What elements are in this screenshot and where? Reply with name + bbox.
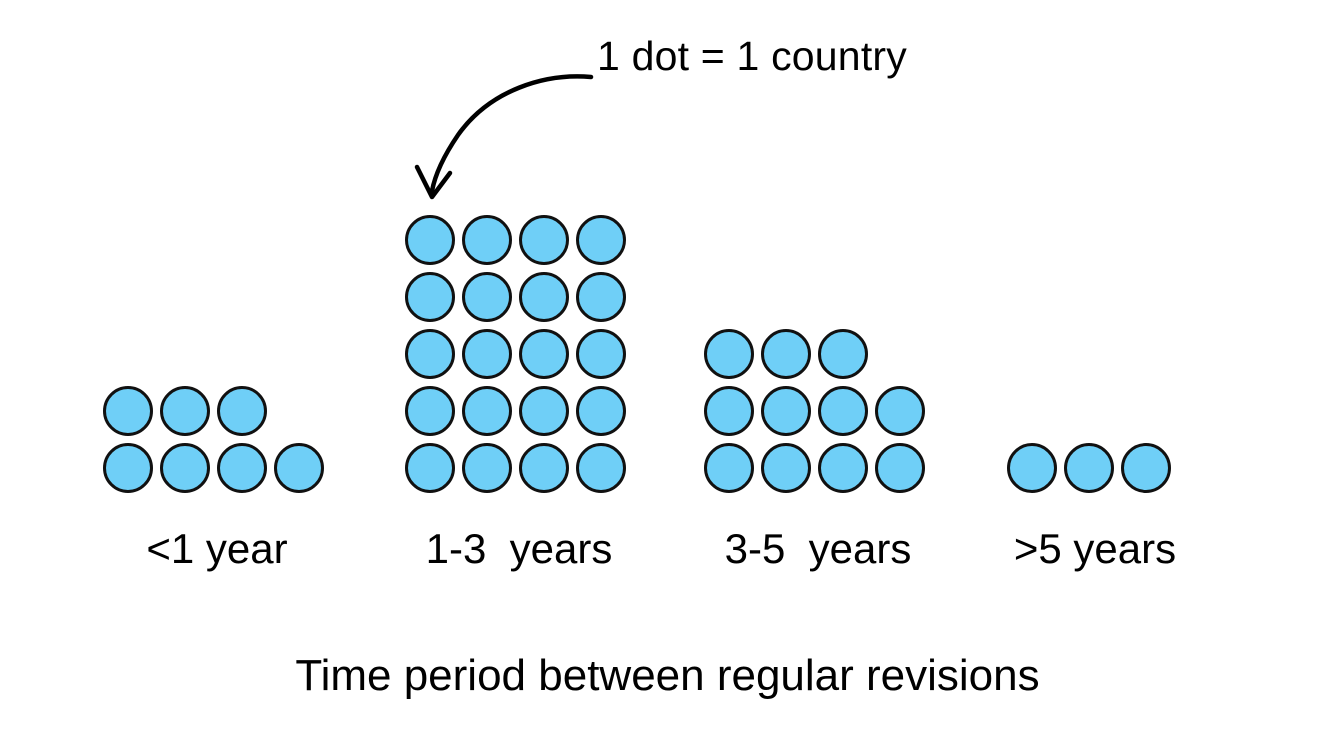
dot bbox=[405, 329, 455, 379]
dot bbox=[576, 386, 626, 436]
dot-row bbox=[405, 215, 626, 265]
dot bbox=[1121, 443, 1171, 493]
dot bbox=[405, 386, 455, 436]
dot-group-2: 3-5 years bbox=[704, 0, 936, 730]
dot bbox=[519, 272, 569, 322]
category-label-3: >5 years bbox=[1013, 525, 1177, 572]
dot bbox=[1064, 443, 1114, 493]
dot-row bbox=[103, 443, 324, 493]
dot-row bbox=[1007, 443, 1171, 493]
dot bbox=[519, 443, 569, 493]
dot bbox=[405, 272, 455, 322]
dot bbox=[519, 329, 569, 379]
dot bbox=[1007, 443, 1057, 493]
dot bbox=[462, 272, 512, 322]
dot bbox=[405, 443, 455, 493]
dot bbox=[875, 443, 925, 493]
dot-row bbox=[704, 443, 925, 493]
dot-group-0: <1 year bbox=[103, 0, 335, 730]
dot bbox=[576, 329, 626, 379]
category-label-2: 3-5 years bbox=[724, 525, 912, 572]
dot bbox=[274, 443, 324, 493]
dot bbox=[103, 386, 153, 436]
dot-row bbox=[103, 386, 267, 436]
dot bbox=[405, 215, 455, 265]
dot-group-1: 1-3 years bbox=[405, 0, 637, 730]
dot-row bbox=[405, 386, 626, 436]
dot bbox=[462, 329, 512, 379]
annotation-label: 1 dot = 1 country bbox=[597, 33, 907, 79]
dot bbox=[761, 443, 811, 493]
dot-row bbox=[704, 386, 925, 436]
dot bbox=[576, 215, 626, 265]
dot bbox=[818, 386, 868, 436]
dot-row bbox=[704, 329, 868, 379]
dot-row bbox=[405, 329, 626, 379]
category-label-1: 1-3 years bbox=[425, 525, 613, 572]
dot-row bbox=[405, 272, 626, 322]
dot bbox=[818, 443, 868, 493]
dot bbox=[704, 386, 754, 436]
dot bbox=[704, 443, 754, 493]
dot bbox=[462, 386, 512, 436]
dot bbox=[160, 386, 210, 436]
dot bbox=[462, 443, 512, 493]
dot bbox=[217, 443, 267, 493]
dot bbox=[704, 329, 754, 379]
dot bbox=[519, 386, 569, 436]
chart-title: Time period between regular revisions bbox=[295, 651, 1040, 700]
dot-row bbox=[405, 443, 626, 493]
dot bbox=[462, 215, 512, 265]
dot bbox=[217, 386, 267, 436]
dot bbox=[576, 272, 626, 322]
dot bbox=[576, 443, 626, 493]
dot bbox=[818, 329, 868, 379]
dot bbox=[160, 443, 210, 493]
dot-group-3: >5 years bbox=[1007, 0, 1182, 730]
category-label-0: <1 year bbox=[146, 525, 288, 572]
dot bbox=[761, 386, 811, 436]
dot bbox=[761, 329, 811, 379]
dot bbox=[875, 386, 925, 436]
dot bbox=[519, 215, 569, 265]
dot bbox=[103, 443, 153, 493]
